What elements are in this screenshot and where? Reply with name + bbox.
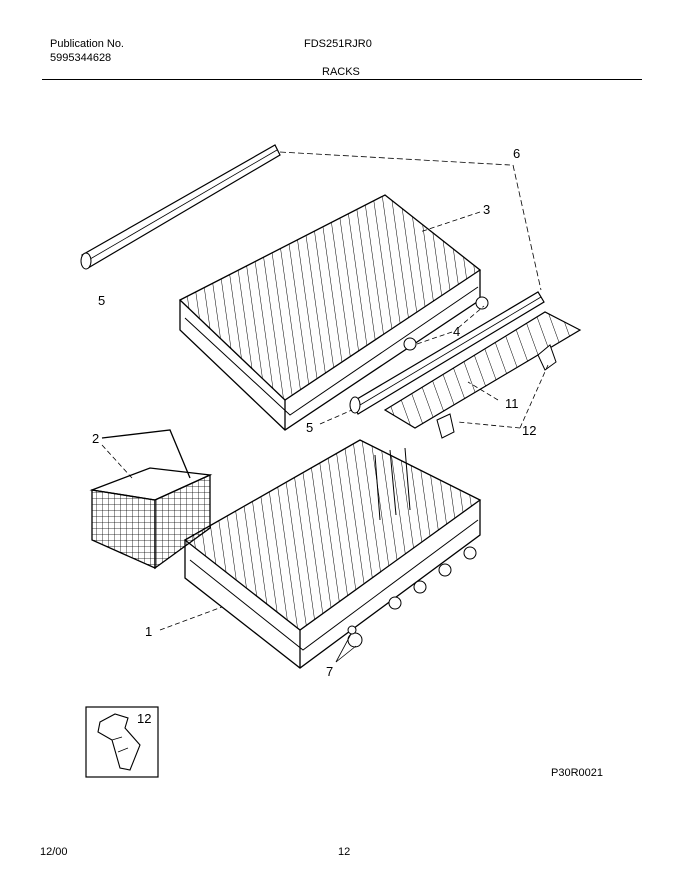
leader-12a	[457, 421, 521, 429]
lower-rack	[183, 439, 482, 669]
callout-3: 3	[483, 202, 490, 217]
callout-5-lower: 5	[306, 420, 313, 435]
leader-11	[467, 381, 499, 401]
callout-2: 2	[92, 431, 99, 446]
silverware-basket	[89, 429, 213, 570]
page-number: 12	[338, 846, 351, 858]
callout-1: 1	[145, 624, 152, 639]
leader-4b	[413, 331, 453, 346]
callout-12: 12	[522, 423, 536, 438]
header-rule	[42, 79, 642, 80]
upper-rack-rail-right	[349, 291, 545, 415]
leader-1	[159, 606, 223, 631]
leader-2	[101, 444, 133, 479]
leader-3	[419, 211, 481, 233]
leader-6-b	[512, 164, 542, 291]
leader-7a	[335, 633, 352, 663]
rack-rail-ladder	[383, 311, 582, 439]
callout-11: 11	[505, 396, 519, 411]
upper-rack-rail-left	[80, 144, 281, 270]
drawing-code: P30R0021	[551, 767, 603, 779]
leader-7b	[335, 645, 357, 663]
rail-clip-right	[537, 344, 557, 371]
callout-4: 4	[453, 324, 460, 339]
leader-4a	[457, 305, 485, 329]
callout-7: 7	[326, 664, 333, 679]
section-title: RACKS	[322, 66, 360, 78]
callout-12-inset: 12	[137, 711, 151, 726]
leader-12b	[519, 364, 549, 429]
upper-rack	[178, 194, 489, 431]
footer-date: 12/00	[40, 846, 68, 858]
leader-6-a	[279, 151, 511, 166]
publication-label: Publication No.	[50, 38, 124, 50]
leader-5b	[319, 409, 353, 425]
rail-clip-left	[436, 413, 455, 439]
model-number: FDS251RJR0	[304, 38, 372, 50]
clip-detail-inset	[85, 706, 159, 778]
callout-6: 6	[513, 146, 520, 161]
callout-5-upper: 5	[98, 293, 105, 308]
publication-number: 5995344628	[50, 52, 112, 64]
